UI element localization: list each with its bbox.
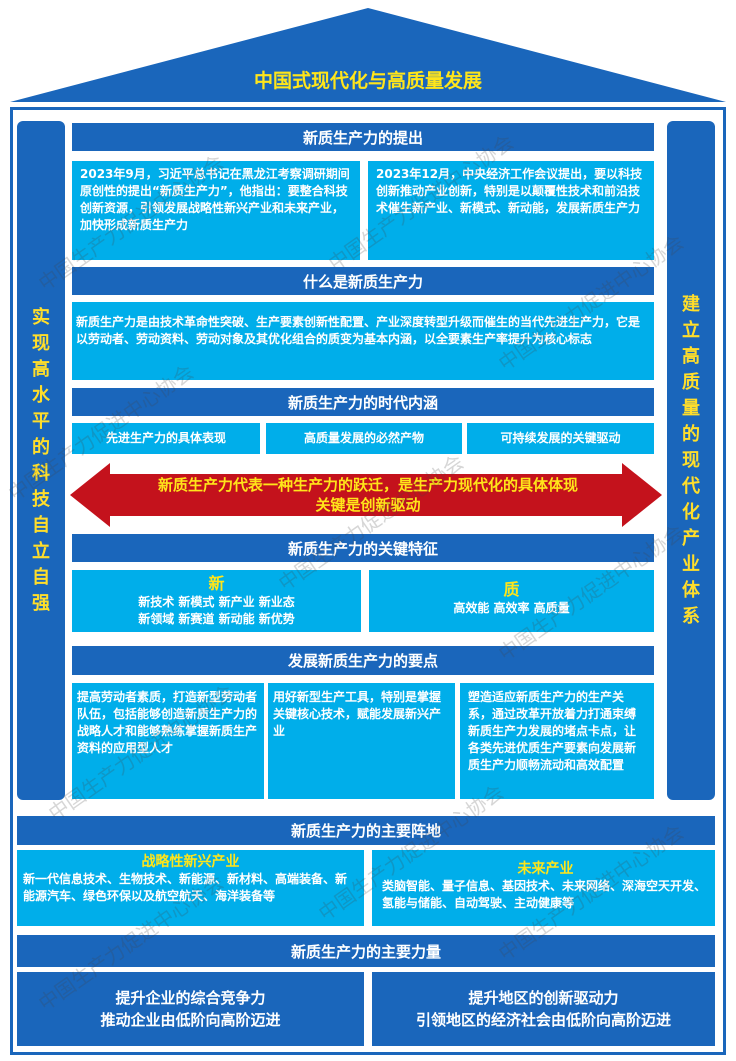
feature-quality-label: 质	[503, 580, 520, 599]
connotation-item-1: 先进生产力的具体表现	[72, 423, 260, 454]
forces-header: 新质生产力的主要力量	[17, 935, 715, 967]
force-left-line-2: 推动企业由低阶向高阶迈进	[100, 1011, 281, 1029]
feature-new-line-1: 新技术 新模式 新产业 新业态	[138, 595, 295, 609]
proposal-left: 2023年9月，习近平总书记在黑龙江考察调研期间原创性的提出“新质生产力”，他指…	[72, 161, 360, 260]
feature-quality: 质 高效能 高效率 高质量	[369, 570, 654, 632]
feature-new-line-2: 新领域 新赛道 新动能 新优势	[138, 612, 295, 626]
field-strategic: 战略性新兴产业 新一代信息技术、生物技术、新能源、新材料、高端装备、新能源汽车、…	[17, 850, 364, 926]
roof	[10, 8, 726, 102]
definition-text: 新质生产力是由技术革命性突破、生产要素创新性配置、产业深度转型升级而催生的当代先…	[72, 302, 654, 380]
feature-quality-line-1: 高效能 高效率 高质量	[453, 601, 570, 615]
left-pillar-text: 实现高水平的科技自立自强	[32, 306, 50, 614]
feature-new-label: 新	[208, 574, 225, 593]
features-header: 新质生产力的关键特征	[72, 534, 654, 562]
field-strategic-text: 新一代信息技术、生物技术、新能源、新材料、高端装备、新能源汽车、绿色环保以及航空…	[23, 872, 348, 903]
connotation-item-2: 高质量发展的必然产物	[266, 423, 462, 454]
field-future-text: 类脑智能、量子信息、基因技术、未来网络、深海空天开发、氢能与储能、自动驾驶、主动…	[382, 879, 707, 910]
arrow-line-1: 新质生产力代表一种生产力的跃迁，是生产力现代化的具体体现	[157, 476, 578, 494]
force-right-line-1: 提升地区的创新驱动力	[468, 989, 619, 1007]
arrow-text: 新质生产力代表一种生产力的跃迁，是生产力现代化的具体体现 关键是创新驱动	[110, 475, 626, 515]
right-pillar: 建立高质量的现代化产业体系	[667, 121, 715, 800]
point-3: 塑造适应新质生产力的生产关系，通过改革开放着力打通束缚新质生产力发展的堵点卡点，…	[460, 683, 654, 799]
connotation-item-3: 可持续发展的关键驱动	[467, 423, 654, 454]
left-pillar: 实现高水平的科技自立自强	[17, 121, 65, 800]
fields-header: 新质生产力的主要阵地	[17, 816, 715, 845]
point-2: 用好新型生产工具，特别是掌握关键核心技术，赋能发展新兴产业	[268, 683, 455, 799]
proposal-right: 2023年12月，中央经济工作会议提出，要以科技创新推动产业创新，特别是以颠覆性…	[368, 161, 654, 260]
feature-new: 新 新技术 新模式 新产业 新业态 新领域 新赛道 新动能 新优势	[72, 570, 361, 632]
proposal-header: 新质生产力的提出	[72, 123, 654, 151]
definition-header: 什么是新质生产力	[72, 267, 654, 295]
roof-title: 中国式现代化与高质量发展	[253, 70, 482, 92]
force-right-line-2: 引领地区的经济社会由低阶向高阶迈进	[415, 1011, 671, 1029]
field-future-title: 未来产业	[517, 861, 574, 877]
force-left: 提升企业的综合竞争力 推动企业由低阶向高阶迈进	[17, 972, 364, 1046]
right-pillar-text: 建立高质量的现代化产业体系	[682, 293, 700, 627]
points-header: 发展新质生产力的要点	[72, 646, 654, 675]
force-right: 提升地区的创新驱动力 引领地区的经济社会由低阶向高阶迈进	[372, 972, 715, 1046]
force-left-line-1: 提升企业的综合竞争力	[115, 989, 266, 1007]
red-double-arrow	[70, 463, 662, 527]
point-1: 提高劳动者素质，打造新型劳动者队伍，包括能够创造新质生产力的战略人才和能够熟练掌…	[72, 683, 264, 799]
field-future: 未来产业 类脑智能、量子信息、基因技术、未来网络、深海空天开发、氢能与储能、自动…	[372, 850, 715, 926]
arrow-line-2: 关键是创新驱动	[315, 496, 421, 514]
connotation-header: 新质生产力的时代内涵	[72, 388, 654, 416]
field-strategic-title: 战略性新兴产业	[141, 854, 240, 870]
